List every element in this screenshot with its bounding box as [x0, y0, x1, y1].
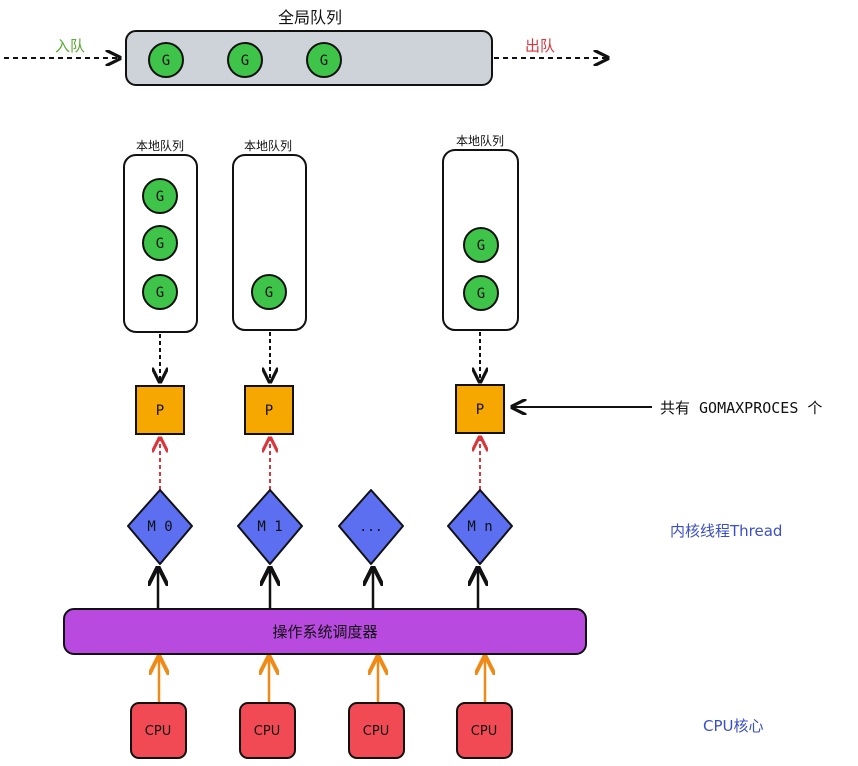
- threads-label: 内核线程Thread: [670, 522, 782, 540]
- local-goroutine: G: [142, 225, 178, 261]
- global-goroutine: G: [148, 42, 184, 78]
- svg-text:CPU: CPU: [145, 724, 171, 739]
- svg-text:G: G: [162, 53, 170, 69]
- svg-text:P: P: [476, 402, 484, 418]
- svg-text:G: G: [265, 285, 273, 301]
- global-goroutine: G: [227, 42, 263, 78]
- os-scheduler-bar: 操作系统调度器: [63, 608, 587, 655]
- svg-text:G: G: [477, 286, 485, 302]
- local-goroutine: G: [463, 227, 499, 263]
- gomaxprocs-note: 共有 GOMAXPROCES 个: [660, 399, 822, 417]
- local-goroutine: G: [463, 275, 499, 311]
- cpu-box: CPU: [130, 702, 187, 759]
- svg-text:CPU: CPU: [363, 724, 389, 739]
- local-goroutine: G: [142, 274, 178, 310]
- svg-text:M n: M n: [467, 519, 492, 535]
- local-queue-label: 本地队列: [456, 133, 504, 148]
- svg-text:...: ...: [359, 520, 382, 535]
- local-queue-box: [232, 154, 307, 331]
- cpus-label: CPU核心: [703, 717, 764, 735]
- dequeue-label: 出队: [525, 37, 555, 55]
- enqueue-label: 入队: [55, 37, 85, 55]
- cpu-box: CPU: [239, 702, 296, 759]
- thread-diamond: M 1: [237, 489, 303, 565]
- local-queue-label: 本地队列: [244, 138, 292, 153]
- svg-text:G: G: [477, 238, 485, 254]
- svg-text:P: P: [265, 403, 273, 419]
- processor-box: P: [135, 385, 185, 435]
- thread-diamond: ...: [338, 489, 404, 565]
- processor-box: P: [455, 384, 505, 434]
- global-queue-title: 全局队列: [278, 8, 342, 27]
- svg-text:G: G: [156, 285, 164, 301]
- local-goroutine: G: [251, 274, 287, 310]
- processor-box: P: [244, 385, 294, 435]
- cpu-box: CPU: [456, 702, 513, 759]
- svg-text:G: G: [320, 53, 328, 69]
- svg-text:操作系统调度器: 操作系统调度器: [272, 623, 377, 641]
- svg-text:G: G: [156, 236, 164, 252]
- svg-text:CPU: CPU: [471, 724, 497, 739]
- svg-text:M 0: M 0: [147, 519, 172, 535]
- thread-diamond: M 0: [127, 489, 193, 565]
- svg-text:P: P: [156, 403, 164, 419]
- svg-text:G: G: [241, 53, 249, 69]
- thread-diamond: M n: [447, 489, 513, 565]
- local-queue-label: 本地队列: [136, 138, 184, 153]
- global-goroutine: G: [306, 42, 342, 78]
- cpu-box: CPU: [348, 702, 405, 759]
- local-goroutine: G: [142, 178, 178, 214]
- svg-text:G: G: [156, 189, 164, 205]
- svg-text:CPU: CPU: [254, 724, 280, 739]
- svg-text:M 1: M 1: [257, 519, 282, 535]
